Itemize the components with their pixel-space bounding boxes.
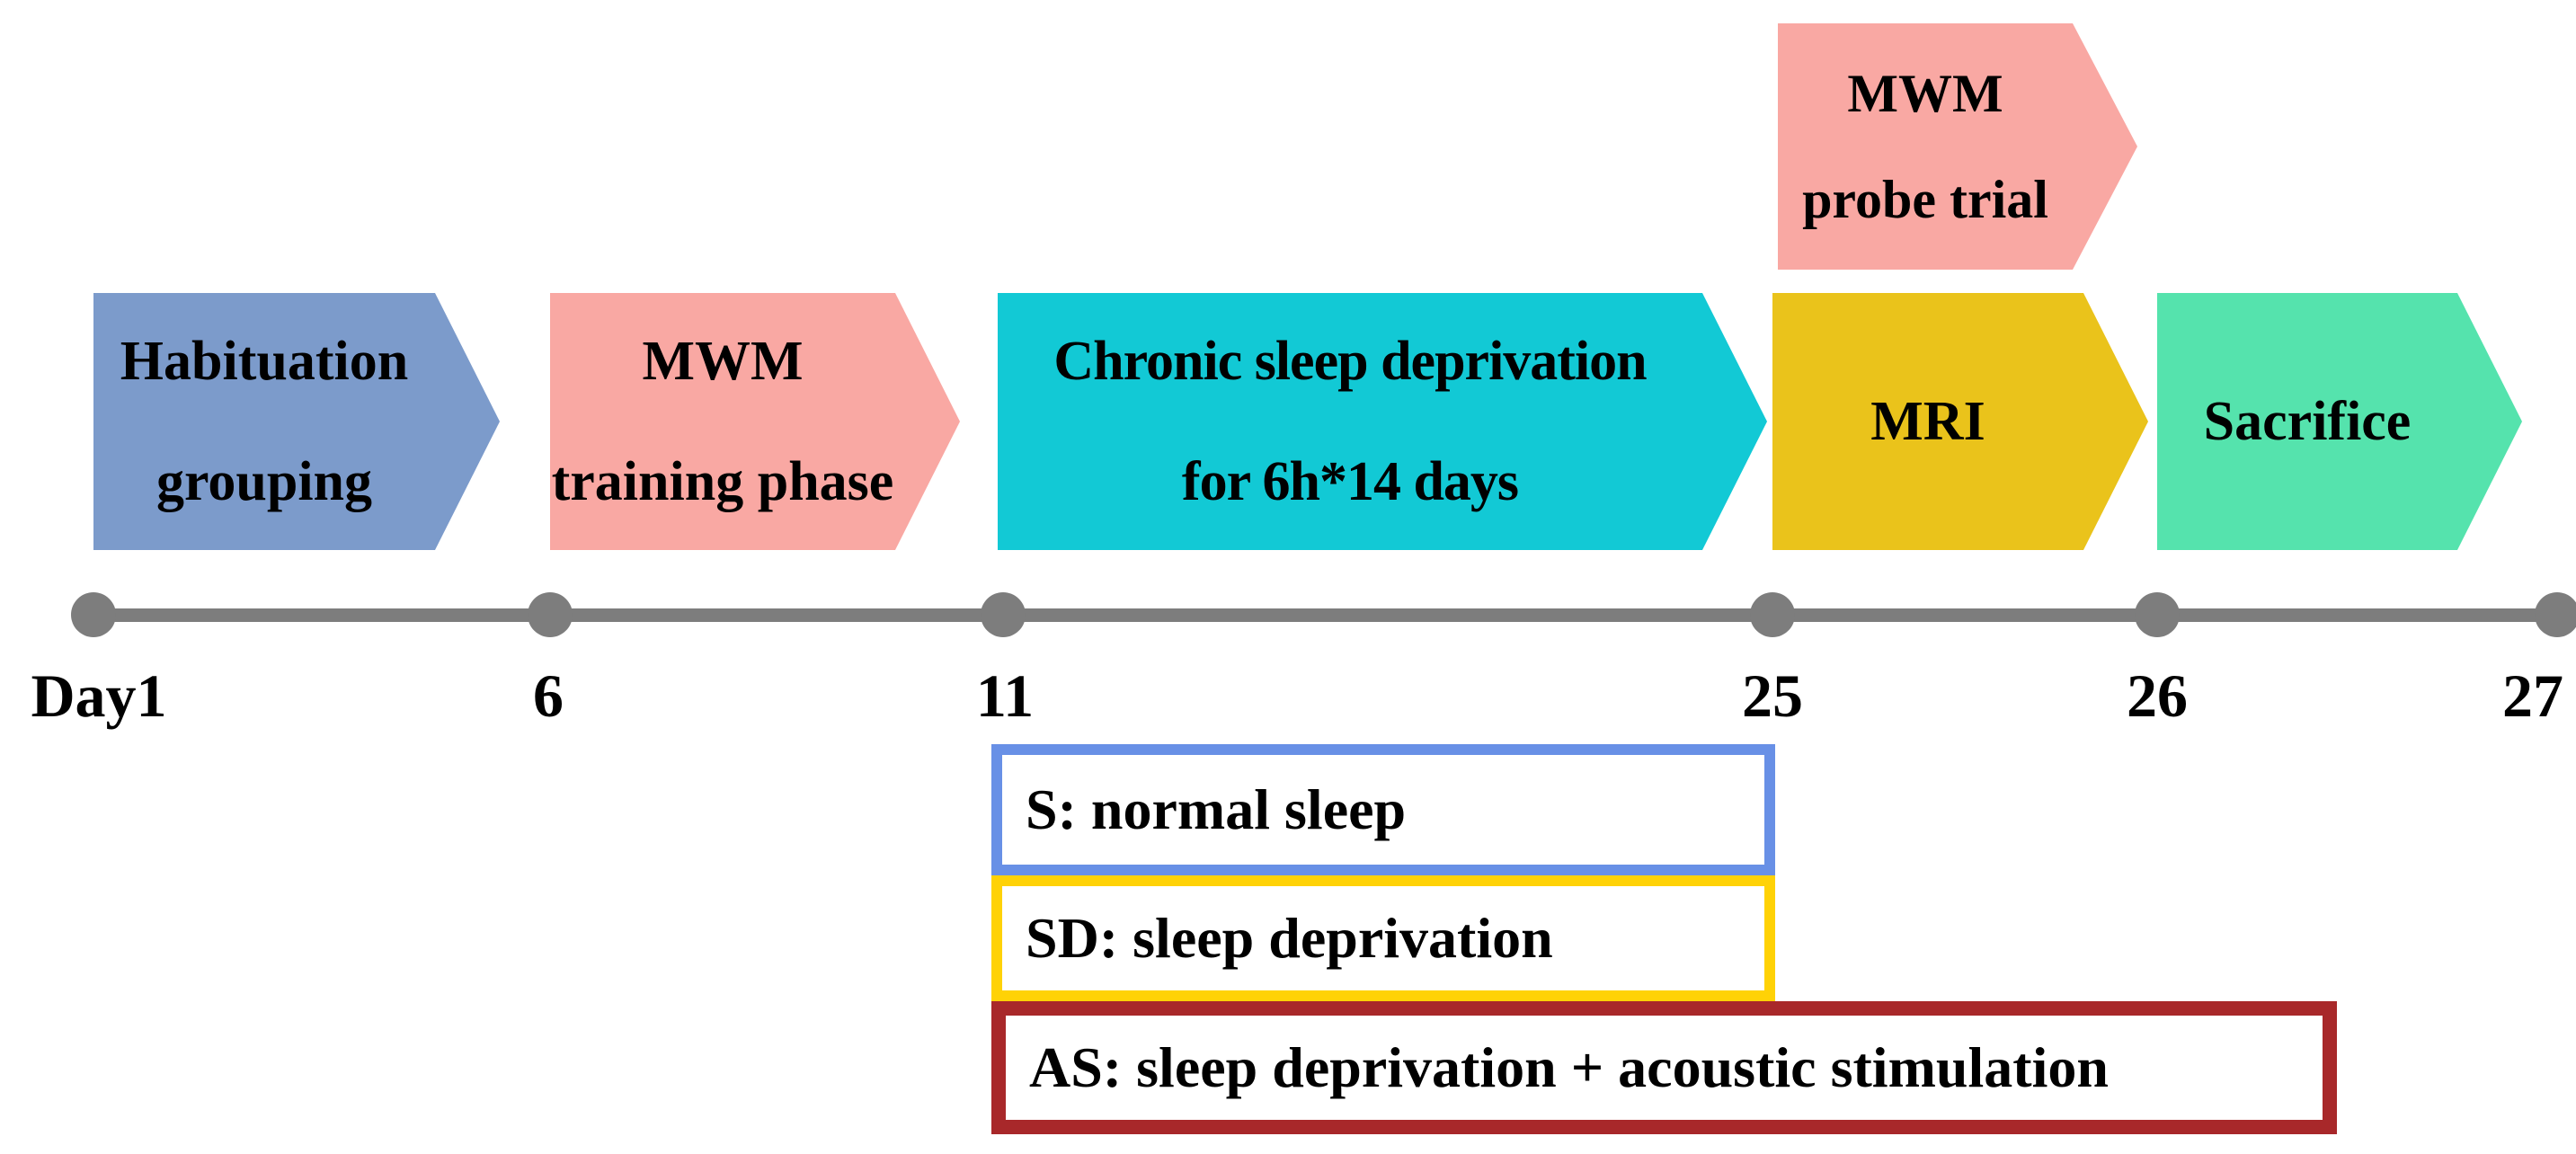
timeline-tick-label-27: 27 (2502, 661, 2563, 730)
arrow-label-line: MRI (1870, 391, 1985, 452)
arrow-label-line: Habituation (120, 331, 409, 392)
legend-label: AS: sleep deprivation + acoustic stimula… (1029, 1035, 2109, 1099)
timeline-dot-day1 (71, 592, 116, 637)
legend-box-sleep-deprivation-acoustic-stimulation: AS: sleep deprivation + acoustic stimula… (991, 1001, 2337, 1134)
timeline-dot-day11 (981, 592, 1026, 637)
timeline-axis (93, 608, 2558, 622)
arrow-label-line: training phase (551, 451, 894, 512)
arrow-mri: MRI (1772, 293, 2148, 550)
timeline-tick-label-11: 11 (975, 661, 1035, 730)
arrow-label-line: MWM (642, 331, 804, 392)
timeline-dot-day27 (2535, 592, 2576, 637)
timeline-dot-day26 (2135, 592, 2180, 637)
arrow-label-line: Sacrifice (2203, 391, 2412, 452)
arrow-mwm-training-phase: MWM training phase (550, 293, 960, 550)
arrow-label-line: Chronic sleep deprivation (1053, 331, 1647, 392)
legend-label: S: normal sleep (1026, 777, 1407, 841)
timeline-tick-label-25: 25 (1742, 661, 1803, 730)
arrow-label-line: MWM (1847, 64, 2003, 123)
arrow-chronic-sleep-deprivation: Chronic sleep deprivation for 6h*14 days (998, 293, 1767, 550)
timeline-dot-day6 (528, 592, 573, 637)
arrow-habituation-grouping: Habituation grouping (93, 293, 500, 550)
arrow-sacrifice: Sacrifice (2157, 293, 2522, 550)
arrow-label-line: grouping (155, 451, 373, 512)
legend-label: SD: sleep deprivation (1026, 906, 1553, 970)
timeline-tick-label-day1: Day1 (31, 661, 167, 730)
timeline-tick-label-26: 26 (2127, 661, 2188, 730)
arrow-mwm-probe-trial: MWM probe trial (1778, 23, 2137, 270)
arrow-label-line: for 6h*14 days (1181, 451, 1519, 512)
timeline-dot-day25 (1750, 592, 1795, 637)
arrow-label-line: probe trial (1802, 170, 2048, 229)
timeline-tick-label-6: 6 (533, 661, 564, 730)
legend-box-sleep-deprivation: SD: sleep deprivation (991, 875, 1775, 1001)
legend-box-normal-sleep: S: normal sleep (991, 744, 1775, 875)
